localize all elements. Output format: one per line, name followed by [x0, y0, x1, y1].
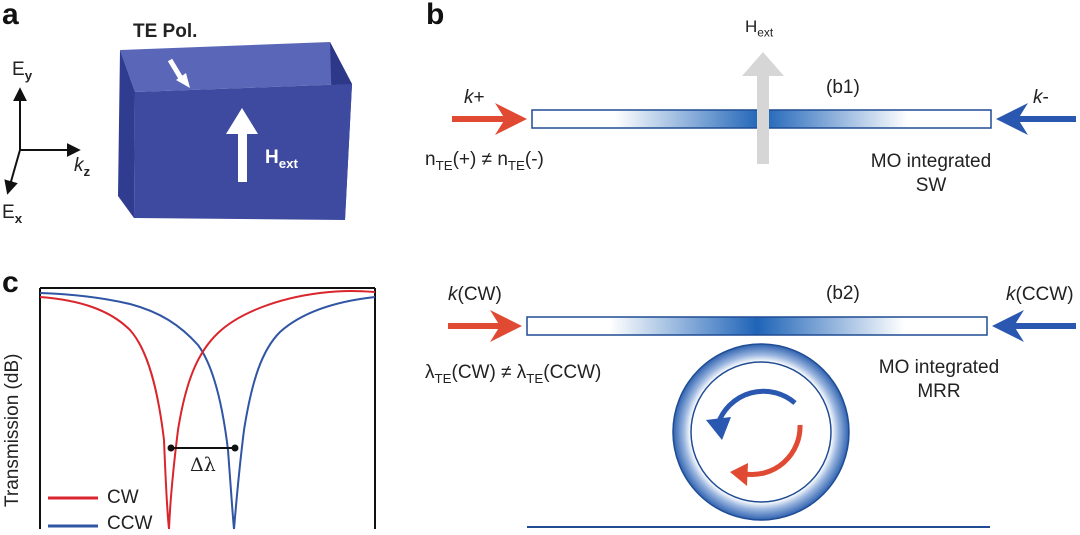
b1-ineq-post: (-) [524, 149, 544, 170]
b2-ineq-sub1: TE [434, 370, 452, 386]
b1-ineq-pre: n [425, 149, 436, 170]
b1-device-line1: MO integrated [870, 151, 992, 172]
axis-y-label-sub: y [24, 67, 33, 83]
ccw-curve [39, 292, 376, 530]
mrr-cw-arrowhead [730, 463, 748, 486]
b1-hext-label-sub: ext [757, 25, 774, 40]
delta-lambda-dot-right [231, 444, 239, 452]
b2-inequality: λTE(CW) ≠ λTE(CCW) [425, 362, 602, 386]
cw-curve [39, 290, 376, 530]
b2-right-k-main: k [1006, 284, 1016, 305]
b2-red-arrow-head [490, 310, 522, 342]
b1-hext-label-main: H [745, 17, 758, 36]
hext-label-a-main: H [265, 147, 279, 168]
b1-tag: (b1) [826, 77, 860, 98]
b2-left-k-suffix: (CW) [457, 284, 502, 305]
b1-hext-label: Hext [745, 17, 774, 40]
b1-left-k-main: k [464, 87, 474, 108]
b2-device-label: MO integrated MRR [864, 357, 1014, 403]
b2-waveguide [526, 316, 988, 336]
b1-hext-arrow-head [742, 52, 784, 76]
b1-device-line2: SW [915, 174, 947, 196]
b1-left-k-suffix: + [473, 87, 485, 108]
block-front-face [118, 50, 135, 218]
b2-ineq-post: (CCW) [543, 362, 602, 383]
hext-label-a-sub: ext [278, 155, 298, 171]
mrr-cw-arc [744, 424, 803, 477]
delta-lambda-label: Δλ [190, 454, 216, 476]
hext-arrow-head [226, 108, 258, 134]
b2-ineq-mid: (CW) ≠ λ [451, 362, 527, 383]
panel-letter-b: b [426, 0, 445, 31]
axis-x-label-sub: x [14, 210, 23, 226]
mrr-ccw-arrowhead [706, 417, 731, 440]
b2-device-line2: MRR [917, 380, 961, 402]
hext-arrow-shaft [238, 132, 247, 182]
b2-left-k-main: k [448, 284, 458, 305]
te-pol-label: TE Pol. [133, 21, 198, 42]
b1-ineq-sub2: TE [507, 157, 525, 173]
b2-ineq-pre: λ [425, 362, 435, 383]
legend-label-cw: CW [107, 487, 139, 508]
delta-lambda-dot-left [167, 444, 175, 452]
b2-right-k-suffix: (CCW) [1015, 284, 1074, 305]
te-pol-arrow [167, 58, 185, 82]
b1-inequality: nTE(+) ≠ nTE(-) [425, 149, 544, 173]
b2-device-line1: MO integrated [878, 357, 1000, 378]
b1-right-k-main: k [1033, 87, 1043, 108]
axis-z-label-main: k [74, 155, 84, 176]
b2-red-arrow-shaft [448, 323, 503, 329]
mrr-ccw-arc [715, 388, 797, 425]
b2-left-k: k(CW) [448, 284, 502, 306]
te-pol-arrowhead [176, 73, 190, 88]
b2-ineq-sub2: TE [526, 370, 544, 386]
axis-z-label-sub: z [83, 163, 91, 179]
b2-blue-arrow-shaft [1010, 323, 1076, 329]
axis-x-line [4, 149, 21, 195]
legend-label-ccw: CCW [107, 513, 153, 534]
b1-ineq-sub1: TE [435, 157, 453, 173]
b1-red-arrow-head [495, 103, 527, 135]
b1-red-arrow-shaft [452, 116, 508, 122]
panel-letter-c: c [2, 266, 19, 299]
axis-x-label: Ex [2, 202, 23, 226]
b1-device-label: MO integrated SW [856, 151, 1006, 197]
b1-right-k-suffix: - [1042, 87, 1049, 108]
axis-z-label: kz [74, 155, 91, 179]
axis-y-label-main: E [12, 59, 25, 80]
panel-letter-a: a [2, 0, 19, 31]
b1-ineq-mid: (+) ≠ n [452, 149, 508, 170]
b2-blue-arrow-head [992, 310, 1024, 342]
b2-tag: (b2) [826, 283, 860, 304]
b1-hext-arrow-shaft [757, 74, 769, 164]
b2-right-k: k(CCW) [1006, 284, 1074, 306]
b1-blue-arrow-head [996, 103, 1028, 135]
b1-right-k: k- [1033, 87, 1049, 109]
b1-blue-arrow-shaft [1014, 116, 1076, 122]
hext-label-a: Hext [265, 147, 298, 171]
y-axis-label: Transmission (dB) [2, 353, 23, 507]
b1-left-k: k+ [464, 87, 485, 109]
axis-x-label-main: E [2, 202, 15, 223]
mrr-ring-inner [690, 361, 832, 503]
axis-y-label: Ey [12, 59, 33, 83]
